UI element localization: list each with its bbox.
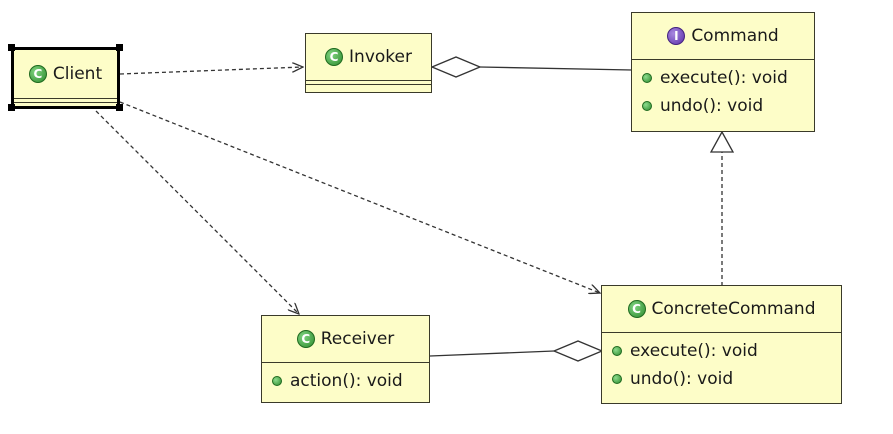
divider	[306, 84, 431, 85]
aggregation-diamond-icon	[552, 340, 604, 362]
method-undo[interactable]: undo(): void	[642, 92, 814, 120]
class-invoker[interactable]: C Invoker	[305, 33, 432, 93]
aggregation-receiver-concretecommand-line[interactable]	[429, 350, 555, 357]
class-icon: C	[296, 330, 315, 348]
method-signature: undo(): void	[630, 369, 734, 389]
class-client[interactable]: C Client	[11, 47, 120, 109]
interface-command-header: I Command	[632, 13, 814, 59]
dependency-client-concretecommand[interactable]	[119, 101, 600, 293]
public-method-icon	[612, 374, 622, 384]
method-execute[interactable]: execute(): void	[642, 64, 814, 92]
class-icon: C	[627, 300, 646, 318]
class-client-header: C Client	[14, 50, 117, 98]
resize-handle-top-left[interactable]	[8, 44, 15, 51]
aggregation-diamond-icon	[430, 56, 482, 78]
method-list: action(): void	[262, 363, 429, 395]
class-icon: C	[28, 65, 47, 83]
class-name: ConcreteCommand	[651, 298, 816, 319]
resize-handle-top-right[interactable]	[116, 44, 123, 51]
divider	[306, 80, 431, 81]
class-receiver[interactable]: C Receiver action(): void	[261, 315, 430, 403]
divider	[262, 362, 429, 363]
public-method-icon	[612, 346, 622, 356]
public-method-icon	[642, 73, 652, 83]
method-signature: undo(): void	[660, 96, 764, 116]
class-name: Invoker	[349, 46, 412, 67]
resize-handle-bottom-right[interactable]	[116, 104, 123, 111]
method-undo[interactable]: undo(): void	[612, 365, 841, 393]
public-method-icon	[642, 101, 652, 111]
method-list: execute(): void undo(): void	[602, 333, 841, 393]
divider	[602, 332, 841, 333]
method-list: execute(): void undo(): void	[632, 60, 814, 120]
divider	[14, 102, 117, 103]
dependency-client-invoker[interactable]	[119, 67, 303, 75]
resize-handle-bottom-left[interactable]	[8, 104, 15, 111]
class-invoker-header: C Invoker	[306, 34, 431, 80]
aggregation-invoker-command-line[interactable]	[479, 66, 633, 71]
interface-icon: I	[667, 27, 686, 45]
method-signature: execute(): void	[660, 68, 788, 88]
class-icon: C	[325, 48, 344, 66]
class-concretecommand[interactable]: C ConcreteCommand execute(): void undo()…	[601, 285, 842, 404]
class-name: Receiver	[320, 328, 395, 349]
method-signature: execute(): void	[630, 341, 758, 361]
class-name: Command	[691, 25, 779, 46]
class-receiver-header: C Receiver	[262, 316, 429, 362]
class-concretecommand-header: C ConcreteCommand	[602, 286, 841, 332]
method-action[interactable]: action(): void	[272, 367, 429, 395]
realization-triangle-icon	[709, 130, 735, 153]
method-signature: action(): void	[290, 371, 403, 391]
divider	[14, 98, 117, 99]
class-name: Client	[52, 63, 103, 84]
dependency-client-receiver[interactable]	[95, 110, 299, 314]
divider	[632, 59, 814, 60]
method-execute[interactable]: execute(): void	[612, 337, 841, 365]
public-method-icon	[272, 376, 282, 386]
interface-command[interactable]: I Command execute(): void undo(): void	[631, 12, 815, 132]
